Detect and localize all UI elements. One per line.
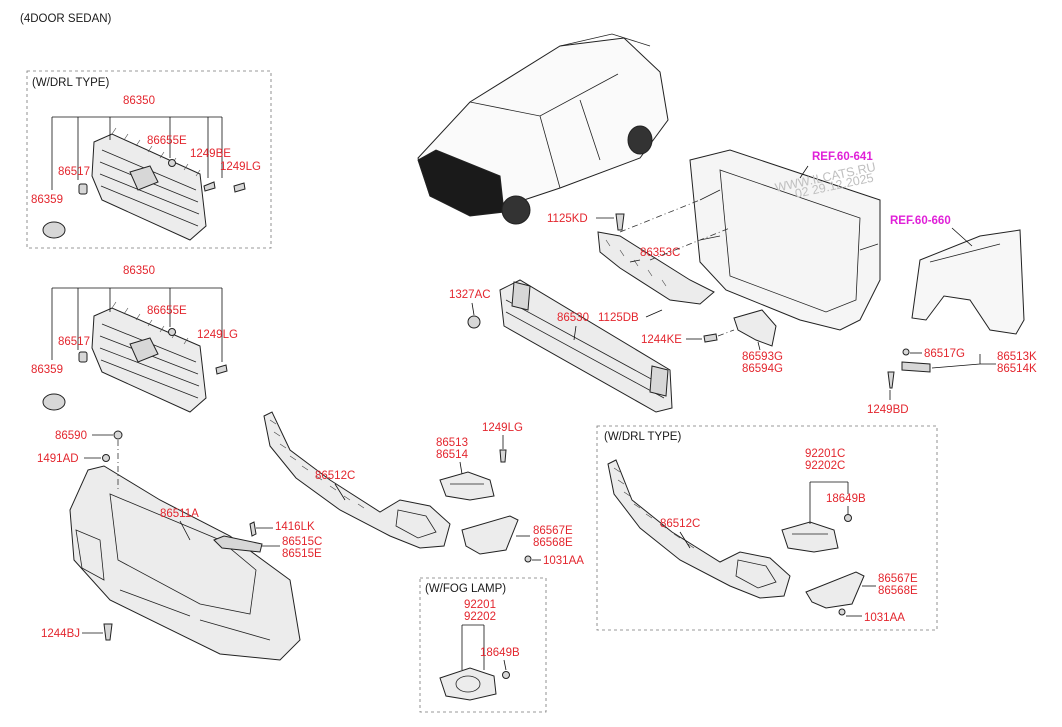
bolt-1125kd[interactable] bbox=[615, 213, 625, 231]
clip-86517g[interactable] bbox=[902, 348, 910, 356]
label-1249lg-a: 1249LG bbox=[220, 161, 261, 173]
variant-title: (4DOOR SEDAN) bbox=[20, 13, 112, 25]
label-1416lk: 1416LK bbox=[275, 521, 315, 533]
nut-1327ac[interactable] bbox=[467, 315, 481, 329]
lower-grille-86512c-drl[interactable] bbox=[607, 459, 791, 599]
label-1249lg-c: 1249LG bbox=[482, 422, 523, 434]
screw-18649b-fog[interactable] bbox=[502, 671, 510, 679]
fender[interactable] bbox=[911, 229, 1025, 335]
emblem-86359-drl[interactable] bbox=[42, 221, 66, 239]
nut-86655e[interactable] bbox=[168, 328, 176, 336]
label-86517g: 86517G bbox=[924, 348, 965, 360]
label-92201c: 92201C bbox=[805, 448, 845, 460]
radiator-support[interactable] bbox=[689, 149, 881, 331]
label-18649b-fog: 18649B bbox=[480, 647, 520, 659]
bracket-86593g[interactable] bbox=[733, 309, 777, 347]
label-1031aa-b: 1031AA bbox=[864, 612, 905, 624]
label-86514-a: 86514 bbox=[436, 449, 469, 461]
bolt-1244bj[interactable] bbox=[103, 623, 113, 641]
label-1031aa-a: 1031AA bbox=[543, 555, 584, 567]
fog-lamp-box-title: (W/FOG LAMP) bbox=[425, 583, 506, 595]
label-1249be: 1249BE bbox=[190, 148, 231, 160]
label-86567e-b: 86567E bbox=[878, 573, 918, 585]
ref-radiator: REF.60-641 bbox=[812, 151, 873, 163]
drl-grille-box-title: (W/DRL TYPE) bbox=[32, 77, 109, 89]
label-86350-b: 86350 bbox=[123, 265, 155, 277]
screw-1249bd[interactable] bbox=[887, 371, 895, 389]
screw-1416lk[interactable] bbox=[249, 521, 257, 537]
label-86511a: 86511A bbox=[160, 508, 199, 520]
label-86594g: 86594G bbox=[742, 363, 783, 375]
screw-1249lg-c[interactable] bbox=[499, 449, 507, 463]
label-86350-a: 86350 bbox=[123, 95, 155, 107]
label-86515c: 86515C bbox=[282, 536, 322, 548]
label-86517-a: 86517 bbox=[58, 166, 90, 178]
label-86359-b: 86359 bbox=[31, 364, 63, 376]
label-1249bd: 1249BD bbox=[867, 404, 909, 416]
screw-1249be[interactable] bbox=[203, 181, 216, 192]
screw-1031aa-b[interactable] bbox=[838, 608, 846, 616]
label-86568e-b: 86568E bbox=[878, 585, 918, 597]
label-86353c: 86353C bbox=[640, 247, 680, 259]
label-86514k: 86514K bbox=[997, 363, 1037, 375]
label-92202: 92202 bbox=[464, 611, 496, 623]
label-86655e-a: 86655E bbox=[147, 135, 187, 147]
label-92201: 92201 bbox=[464, 599, 496, 611]
screw-1249lg[interactable] bbox=[215, 364, 228, 375]
bolt-1244ke[interactable] bbox=[703, 333, 718, 343]
screw-1249lg-drl[interactable] bbox=[233, 182, 246, 193]
bracket-86515c[interactable] bbox=[213, 535, 263, 553]
nut-86655e-drl[interactable] bbox=[168, 159, 176, 167]
label-1327ac: 1327AC bbox=[449, 289, 491, 301]
drl-lamp-box bbox=[596, 425, 938, 631]
label-86513k: 86513K bbox=[997, 351, 1037, 363]
label-92202c: 92202C bbox=[805, 460, 845, 472]
label-86655e-b: 86655E bbox=[147, 305, 187, 317]
emblem-86359[interactable] bbox=[42, 393, 66, 411]
label-1244bj: 1244BJ bbox=[41, 628, 80, 640]
label-86590: 86590 bbox=[55, 430, 87, 442]
label-1125db: 1125DB bbox=[598, 312, 639, 324]
label-86512c-a: 86512C bbox=[315, 470, 355, 482]
bracket-86353c[interactable] bbox=[597, 231, 715, 305]
label-1125kd: 1125KD bbox=[547, 213, 588, 225]
label-86517-b: 86517 bbox=[58, 336, 90, 348]
label-1491ad: 1491AD bbox=[37, 453, 79, 465]
clip-86517[interactable] bbox=[78, 351, 88, 363]
drl-lamp-92201c[interactable] bbox=[781, 521, 839, 553]
drl-lamp-86513[interactable] bbox=[439, 471, 495, 501]
drl-lamp-box-title: (W/DRL TYPE) bbox=[604, 431, 681, 443]
screw-1031aa-a[interactable] bbox=[524, 555, 532, 563]
clip-1491ad[interactable] bbox=[102, 454, 110, 462]
grille-standard[interactable] bbox=[91, 301, 207, 413]
beam-86530[interactable] bbox=[499, 279, 673, 413]
label-86567e-a: 86567E bbox=[533, 525, 573, 537]
clip-86517-drl[interactable] bbox=[78, 183, 88, 195]
label-86530: 86530 bbox=[557, 312, 589, 324]
cover-86567e-a[interactable] bbox=[461, 515, 519, 555]
label-18649b-drl: 18649B bbox=[826, 493, 866, 505]
label-86359-a: 86359 bbox=[31, 194, 63, 206]
label-86515e: 86515E bbox=[282, 548, 322, 560]
label-86593g: 86593G bbox=[742, 351, 783, 363]
bolt-86590[interactable] bbox=[113, 430, 123, 440]
drl-grille-box bbox=[26, 70, 272, 249]
lower-grille-86512c[interactable] bbox=[263, 411, 451, 549]
fog-lamp-92201[interactable] bbox=[439, 667, 497, 701]
cover-86567e-b[interactable] bbox=[805, 571, 865, 609]
label-86512c-b: 86512C bbox=[660, 518, 700, 530]
screw-18649b-drl[interactable] bbox=[844, 514, 852, 522]
ref-fender: REF.60-660 bbox=[890, 215, 951, 227]
label-1249lg-b: 1249LG bbox=[197, 329, 238, 341]
label-86568e-a: 86568E bbox=[533, 537, 573, 549]
fog-lamp-box bbox=[419, 577, 547, 713]
label-86513-a: 86513 bbox=[436, 437, 468, 449]
car-illustration bbox=[417, 33, 669, 225]
bracket-86513k[interactable] bbox=[901, 361, 931, 373]
label-1244ke: 1244KE bbox=[641, 334, 682, 346]
